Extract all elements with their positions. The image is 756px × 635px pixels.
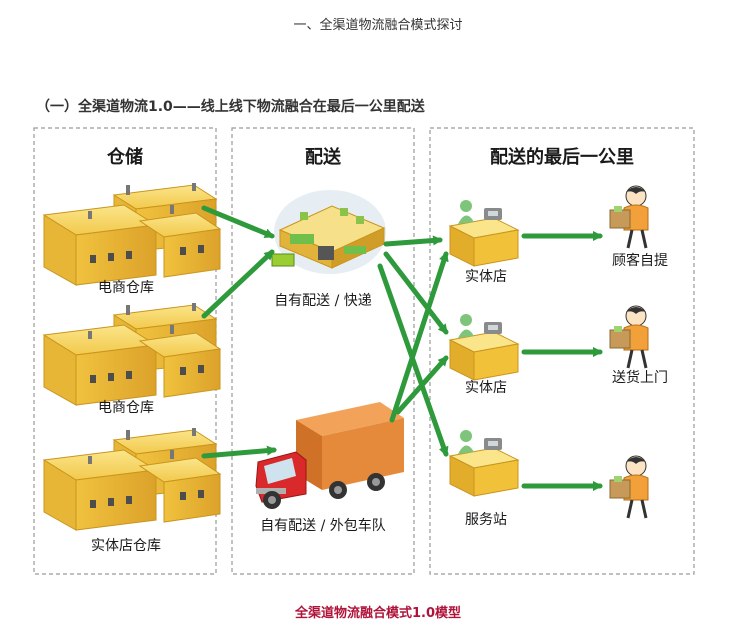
arrow-express-to-store2: [383, 251, 449, 335]
warehouse-label-3: 实体店仓库: [91, 538, 161, 554]
delivery-truck-illustration: [255, 402, 404, 509]
column-title-last-mile: 配送的最后一公里: [490, 146, 634, 168]
home-delivery-illustration: [608, 304, 650, 370]
store-label-3: 服务站: [465, 512, 507, 528]
store-label-1: 实体店: [465, 269, 507, 285]
store-illustration-2: [449, 313, 519, 381]
warehouse-column-frame: [33, 127, 217, 575]
page-title: 一、全渠道物流融合模式探讨: [293, 18, 463, 33]
section-heading: （一）全渠道物流1.0——线上线下物流融合在最后一公里配送: [36, 99, 425, 115]
arrow-fleet-to-store2: [395, 355, 449, 415]
outcome-label-home-delivery: 送货上门: [612, 369, 668, 386]
service-station-illustration: [449, 429, 519, 497]
warehouse-label-1: 电商仓库: [98, 280, 154, 296]
store-illustration-1: [449, 199, 519, 267]
last-mile-column-frame: [429, 127, 695, 575]
outcome-label-pickup: 顾客自提: [612, 252, 668, 269]
figure-caption: 全渠道物流融合模式1.0模型: [294, 606, 462, 621]
delivery-column-frame: [231, 127, 415, 575]
warehouse-illustration-1: [43, 182, 221, 286]
column-title-warehouse: 仓储: [106, 146, 143, 168]
delivery-label-fleet: 自有配送 / 外包车队: [260, 517, 386, 534]
distribution-center-illustration: [271, 190, 386, 274]
arrow-express-to-store1: [383, 235, 443, 247]
column-title-delivery: 配送: [305, 146, 342, 168]
warehouse-illustration-2: [43, 302, 221, 406]
customer-pickup-illustration: [608, 184, 650, 250]
warehouse-label-2: 电商仓库: [98, 400, 154, 416]
arrow-warehouse2-to-express: [201, 249, 275, 319]
arrow-warehouse1-to-express: [201, 205, 275, 239]
delivery-label-express: 自有配送 / 快递: [274, 293, 372, 309]
arrow-warehouse3-to-fleet: [201, 445, 277, 459]
station-customer-illustration: [608, 454, 650, 520]
store-label-2: 实体店: [465, 380, 507, 396]
warehouse-illustration-3: [43, 427, 221, 531]
arrow-fleet-to-store1: [389, 251, 449, 423]
